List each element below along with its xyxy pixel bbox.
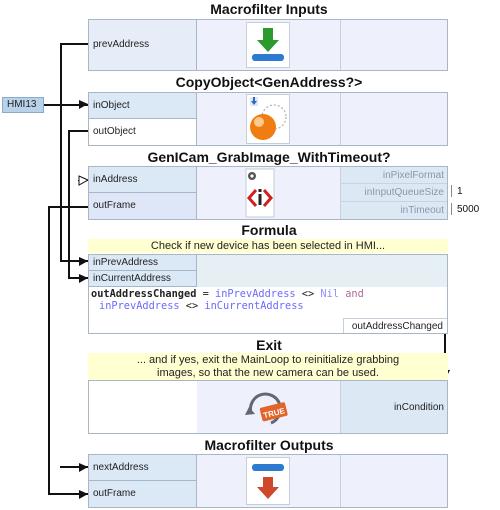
camera-info-icon xyxy=(230,168,290,218)
link-outobject-vertical xyxy=(68,130,70,279)
grab-block[interactable]: inAddress outFrame inPixelFormat inInput… xyxy=(88,166,448,220)
macrofilter-inputs-title: Macrofilter Inputs xyxy=(210,1,328,17)
param-inpixelformat-label: inPixelFormat xyxy=(382,170,444,181)
macrofilter-outputs-title: Macrofilter Outputs xyxy=(204,437,334,453)
port-inobject[interactable]: inObject xyxy=(89,93,197,119)
link-outobject xyxy=(68,130,88,132)
link-prevaddress xyxy=(60,43,88,45)
formula-block[interactable]: inPrevAddress inCurrentAddress outAddres… xyxy=(88,254,448,334)
formula-expression[interactable]: outAddressChanged = inPrevAddress <> Nil… xyxy=(91,288,441,312)
expr-ref-1: inPrevAddress xyxy=(215,288,296,300)
port-outframe[interactable]: outFrame xyxy=(89,193,197,219)
port-inaddress-label: inAddress xyxy=(93,174,138,185)
param-intimeout[interactable]: inTimeout xyxy=(341,202,447,219)
port-outaddresschanged[interactable]: outAddressChanged xyxy=(343,318,447,333)
port-incondition[interactable]: inCondition xyxy=(341,381,447,433)
value-timeout[interactable]: 5000 xyxy=(457,204,480,215)
link-outframe-vertical xyxy=(48,206,50,494)
port-outframe-output[interactable]: outFrame xyxy=(89,481,197,507)
link-to-inprevaddress xyxy=(60,260,88,262)
port-incurrentaddress-label: inCurrentAddress xyxy=(93,273,171,284)
link-to-outframe-output xyxy=(48,493,88,495)
expr-ref-2: inPrevAddress xyxy=(99,300,180,312)
exit-comment-line-2: images, so that the new camera can be us… xyxy=(157,367,379,379)
formula-line-2: inPrevAddress <> inCurrentAddress xyxy=(91,300,441,312)
expr-assign: = xyxy=(196,288,215,300)
formula-line-1: outAddressChanged = inPrevAddress <> Nil… xyxy=(91,288,441,300)
grab-params: inPixelFormat inInputQueueSize inTimeout xyxy=(341,167,447,219)
port-outframe-output-label: outFrame xyxy=(93,488,136,499)
param-intimeout-label: inTimeout xyxy=(400,205,444,216)
port-outobject[interactable]: outObject xyxy=(89,119,197,145)
input-download-icon xyxy=(246,22,290,68)
macrofilter-outputs-right xyxy=(341,455,447,507)
formula-comment: Check if new device has been selected in… xyxy=(88,239,448,253)
macrofilter-inputs-right xyxy=(341,20,447,70)
value-input-queue-size[interactable]: 1 xyxy=(457,186,463,197)
expr-output-name: outAddressChanged xyxy=(91,288,197,300)
exit-loop-icon: TRUE xyxy=(241,383,293,431)
copy-object-icon xyxy=(246,94,290,144)
port-outframe-label: outFrame xyxy=(93,200,136,211)
param-ininputqueuesize-label: inInputQueueSize xyxy=(364,187,444,198)
link-hmi xyxy=(44,104,88,106)
port-inobject-label: inObject xyxy=(93,100,130,111)
expr-nil: Nil xyxy=(320,288,340,300)
port-outobject-label: outObject xyxy=(93,126,136,137)
value-bracket-2 xyxy=(451,203,452,215)
formula-input-area xyxy=(197,255,447,287)
port-inprevaddress-label: inPrevAddress xyxy=(93,257,159,268)
copyobject-right xyxy=(341,93,447,145)
macrofilter-inputs-block[interactable]: prevAddress xyxy=(88,19,448,71)
port-inaddress[interactable]: inAddress xyxy=(89,167,197,193)
link-outframe xyxy=(48,206,88,208)
param-inpixelformat[interactable]: inPixelFormat xyxy=(341,167,447,184)
port-inprevaddress[interactable]: inPrevAddress xyxy=(89,255,197,271)
port-outaddresschanged-label: outAddressChanged xyxy=(351,321,443,332)
exit-comment-line-1: ... and if yes, exit the MainLoop to rei… xyxy=(136,354,400,366)
value-bracket xyxy=(451,185,452,197)
port-incurrentaddress[interactable]: inCurrentAddress xyxy=(89,271,197,287)
link-to-incurrentaddress xyxy=(68,277,88,279)
port-incondition-label: inCondition xyxy=(393,402,444,413)
port-prevaddress[interactable]: prevAddress xyxy=(89,20,197,70)
expr-ref-3: inCurrentAddress xyxy=(204,300,304,312)
formula-title: Formula xyxy=(241,222,297,238)
exit-comment: ... and if yes, exit the MainLoop to rei… xyxy=(88,353,448,380)
param-ininputqueuesize[interactable]: inInputQueueSize xyxy=(341,184,447,202)
exit-left xyxy=(89,381,198,433)
expr-op-1: <> xyxy=(295,288,321,300)
grab-title: GenICam_GrabImage_WithTimeout? xyxy=(147,149,391,165)
exit-block[interactable]: inCondition TRUE xyxy=(88,380,448,434)
port-prevaddress-label: prevAddress xyxy=(93,39,150,50)
copyobject-block[interactable]: inObject outObject xyxy=(88,92,448,146)
hmi-label: HMI13 xyxy=(7,99,37,110)
link-prevaddress-vertical xyxy=(60,43,62,261)
output-upload-icon xyxy=(246,457,290,505)
hmi-source[interactable]: HMI13 xyxy=(2,97,44,113)
link-to-nextaddress xyxy=(60,466,88,468)
port-nextaddress[interactable]: nextAddress xyxy=(89,455,197,481)
copyobject-title: CopyObject<GenAddress?> xyxy=(175,74,363,90)
expr-op-2: <> xyxy=(179,300,205,312)
macrofilter-outputs-block[interactable]: nextAddress outFrame xyxy=(88,454,448,508)
expr-and: and xyxy=(339,288,364,300)
port-nextaddress-label: nextAddress xyxy=(93,462,149,473)
exit-title: Exit xyxy=(256,337,282,353)
